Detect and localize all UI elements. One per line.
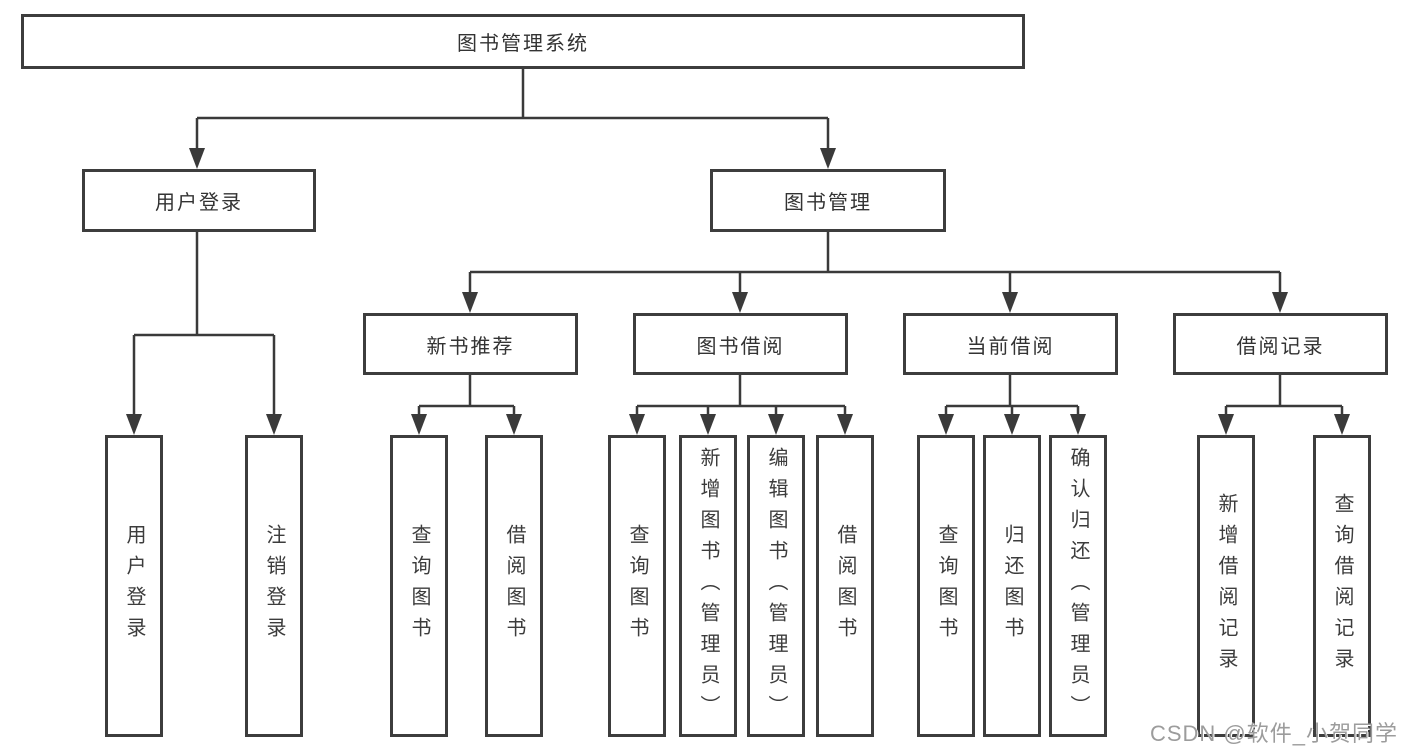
leaf-label: 借阅图书 <box>834 524 856 648</box>
node-current-borrowing: 当前借阅 <box>903 313 1118 375</box>
node-book-borrowing: 图书借阅 <box>633 313 848 375</box>
csdn-watermark: CSDN @软件_小贺同学 <box>1149 721 1398 746</box>
leaf-newbook-query-books: 查询图书 <box>390 435 448 737</box>
leaf-borrow-edit-books-admin: 编辑图书（管理员） <box>747 435 805 737</box>
leaf-label: 查询图书 <box>935 524 957 648</box>
leaf-record-query-borrow-record: 查询借阅记录 <box>1313 435 1371 737</box>
node-borrowing-records: 借阅记录 <box>1173 313 1388 375</box>
node-label: 用户登录 <box>155 192 243 214</box>
leaf-label: 注销登录 <box>263 524 285 648</box>
leaf-current-return-books: 归还图书 <box>983 435 1041 737</box>
leaf-current-query-books: 查询图书 <box>917 435 975 737</box>
leaf-label: 新增图书（管理员） <box>697 446 719 726</box>
leaf-label: 借阅图书 <box>503 524 525 648</box>
leaf-borrow-query-books: 查询图书 <box>608 435 666 737</box>
leaf-label: 归还图书 <box>1001 524 1023 648</box>
leaf-label: 编辑图书（管理员） <box>765 446 787 726</box>
leaf-label: 查询图书 <box>626 524 648 648</box>
leaf-newbook-borrow-books: 借阅图书 <box>485 435 543 737</box>
leaf-label: 查询图书 <box>408 524 430 648</box>
node-book-management: 图书管理 <box>710 169 946 232</box>
node-label: 当前借阅 <box>966 335 1055 358</box>
node-label: 图书管理系统 <box>457 33 589 55</box>
leaf-record-add-borrow-record: 新增借阅记录 <box>1197 435 1255 737</box>
leaf-borrow-borrow-books: 借阅图书 <box>816 435 874 737</box>
leaf-label: 查询借阅记录 <box>1331 493 1353 679</box>
leaf-user-login: 用户登录 <box>105 435 163 737</box>
leaf-label: 新增借阅记录 <box>1215 493 1237 679</box>
leaf-label: 确认归还（管理员） <box>1067 446 1089 726</box>
node-label: 新书推荐 <box>426 335 515 358</box>
node-new-book-recommend: 新书推荐 <box>363 313 578 375</box>
node-label: 图书借阅 <box>696 335 785 358</box>
node-label: 借阅记录 <box>1236 335 1325 358</box>
leaf-current-confirm-return-admin: 确认归还（管理员） <box>1049 435 1107 737</box>
leaf-logout: 注销登录 <box>245 435 303 737</box>
node-user-login: 用户登录 <box>82 169 316 232</box>
leaf-borrow-add-books-admin: 新增图书（管理员） <box>679 435 737 737</box>
node-root-library-system: 图书管理系统 <box>21 14 1025 69</box>
leaf-label: 用户登录 <box>123 524 145 648</box>
node-label: 图书管理 <box>784 192 872 214</box>
arrowhead-icons <box>126 148 1350 435</box>
